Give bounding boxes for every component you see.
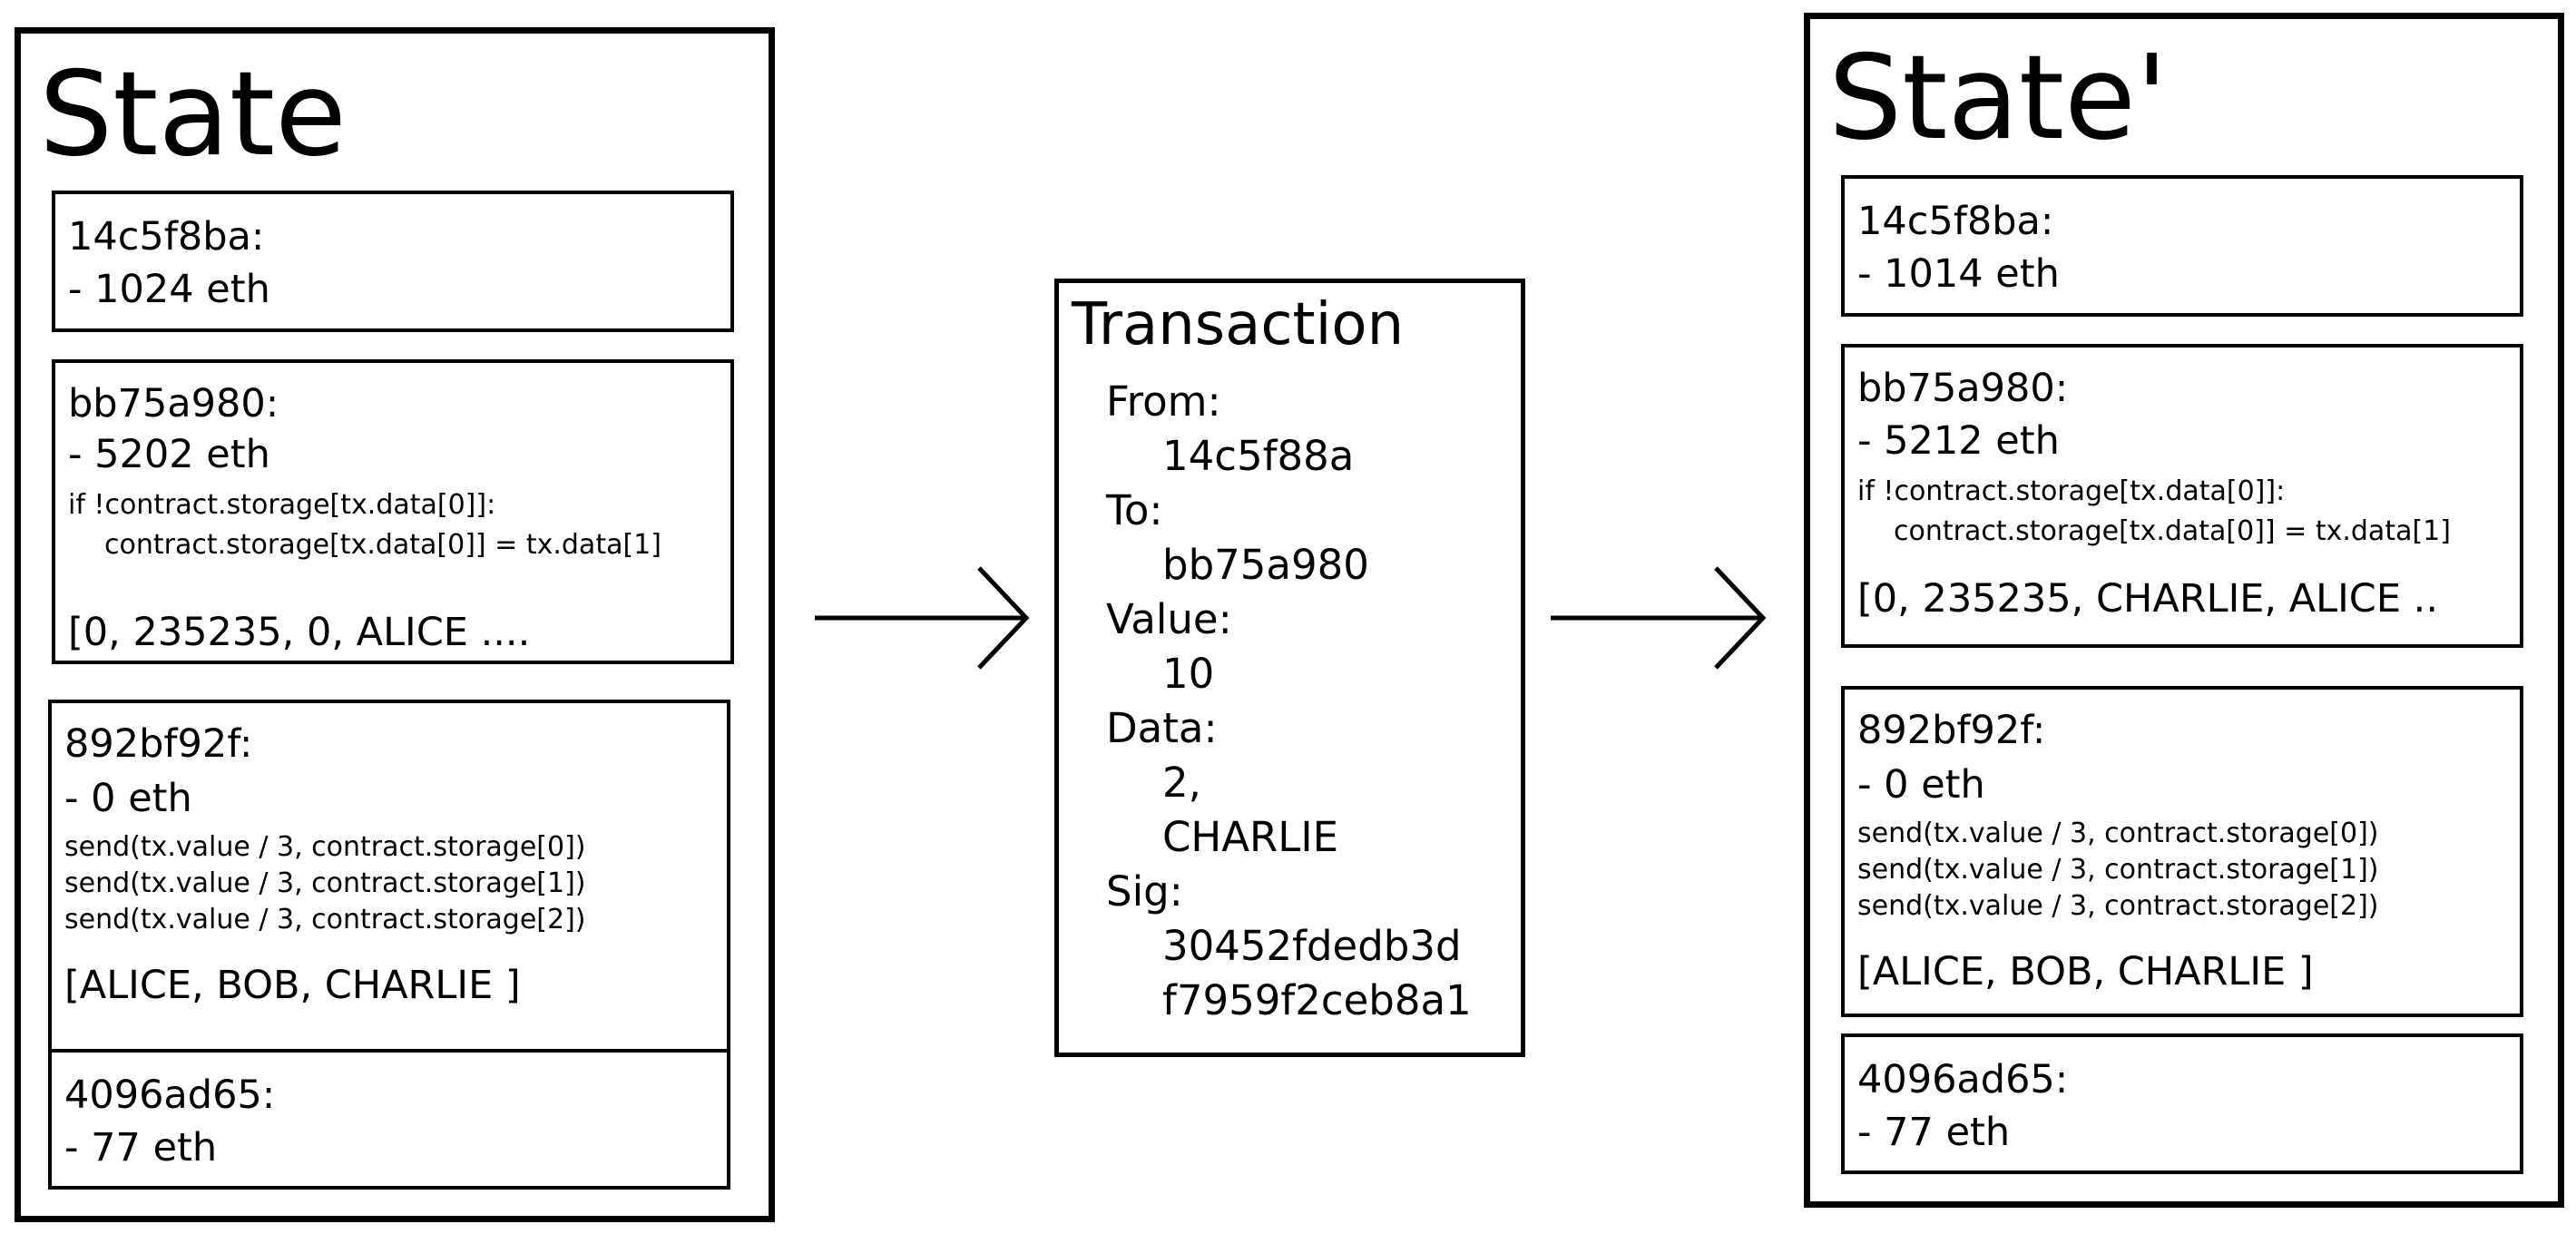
tx-from-value: 14c5f88a	[1162, 432, 1355, 480]
transaction-panel: Transaction From: 14c5f88a To: bb75a980 …	[1054, 279, 1525, 1057]
tx-sig-value: f7959f2ceb8a1	[1162, 976, 1472, 1024]
contract-code-line: if !contract.storage[tx.data[0]]:	[68, 489, 496, 521]
contract-storage: [ALICE, BOB, CHARLIE ]	[1857, 949, 2314, 994]
account-address: bb75a980:	[68, 381, 279, 426]
account-box: 4096ad65: - 77 eth	[1841, 1033, 2523, 1174]
tx-data-value: CHARLIE	[1162, 813, 1339, 861]
contract-code-line: send(tx.value / 3, contract.storage[2])	[1857, 890, 2379, 922]
contract-code-line: contract.storage[tx.data[0]] = tx.data[1…	[1894, 515, 2451, 547]
contract-storage: [ALICE, BOB, CHARLIE ]	[64, 963, 521, 1008]
contract-account-box: bb75a980: - 5202 eth if !contract.storag…	[52, 359, 734, 664]
contract-account-box: 892bf92f: - 0 eth send(tx.value / 3, con…	[1841, 686, 2523, 1017]
state-after-panel: State' 14c5f8ba: - 1014 eth bb75a980: - …	[1804, 13, 2564, 1208]
transaction-title: Transaction	[1072, 291, 1405, 358]
account-address: 14c5f8ba:	[1857, 199, 2054, 244]
tx-to-value: bb75a980	[1162, 541, 1369, 589]
contract-code-line: send(tx.value / 3, contract.storage[0])	[1857, 818, 2379, 849]
tx-sig-label: Sig:	[1106, 867, 1183, 916]
state-before-panel: State 14c5f8ba: - 1024 eth bb75a980: - 5…	[15, 27, 775, 1222]
state-before-title: State	[39, 47, 347, 182]
account-box: 4096ad65: - 77 eth	[48, 1049, 730, 1190]
contract-account-box: 892bf92f: - 0 eth send(tx.value / 3, con…	[48, 700, 730, 1053]
contract-storage: [0, 235235, CHARLIE, ALICE ..	[1857, 576, 2439, 622]
account-address: 4096ad65:	[64, 1072, 276, 1118]
account-address: bb75a980:	[1857, 366, 2069, 411]
account-balance: - 1024 eth	[68, 267, 270, 312]
account-balance: - 5212 eth	[1857, 418, 2060, 464]
tx-sig-value: 30452fdedb3d	[1162, 922, 1462, 970]
state-after-title: State'	[1828, 31, 2168, 166]
tx-to-label: To:	[1106, 486, 1163, 534]
account-address: 892bf92f:	[1857, 708, 2046, 753]
account-address: 4096ad65:	[1857, 1057, 2069, 1102]
contract-storage: [0, 235235, 0, ALICE ....	[68, 610, 531, 655]
contract-code-line: contract.storage[tx.data[0]] = tx.data[1…	[104, 529, 661, 561]
contract-code-line: if !contract.storage[tx.data[0]]:	[1857, 475, 2286, 507]
account-balance: - 1014 eth	[1857, 251, 2060, 297]
tx-data-value: 2,	[1162, 759, 1201, 807]
contract-account-box: bb75a980: - 5212 eth if !contract.storag…	[1841, 344, 2523, 648]
account-box: 14c5f8ba: - 1024 eth	[52, 191, 734, 332]
tx-data-label: Data:	[1106, 704, 1218, 752]
account-balance: - 0 eth	[64, 776, 192, 821]
contract-code-line: send(tx.value / 3, contract.storage[2])	[64, 904, 586, 935]
tx-from-label: From:	[1106, 377, 1221, 426]
contract-code-line: send(tx.value / 3, contract.storage[1])	[1857, 854, 2379, 886]
account-balance: - 5202 eth	[68, 432, 270, 477]
contract-code-line: send(tx.value / 3, contract.storage[1])	[64, 867, 586, 899]
tx-value-label: Value:	[1106, 595, 1232, 643]
account-address: 892bf92f:	[64, 721, 253, 767]
account-box: 14c5f8ba: - 1014 eth	[1841, 175, 2523, 317]
contract-code-line: send(tx.value / 3, contract.storage[0])	[64, 831, 586, 863]
tx-value-value: 10	[1162, 650, 1215, 698]
account-balance: - 77 eth	[64, 1125, 218, 1170]
account-balance: - 77 eth	[1857, 1110, 2011, 1155]
account-address: 14c5f8ba:	[68, 214, 265, 260]
account-balance: - 0 eth	[1857, 762, 1985, 808]
